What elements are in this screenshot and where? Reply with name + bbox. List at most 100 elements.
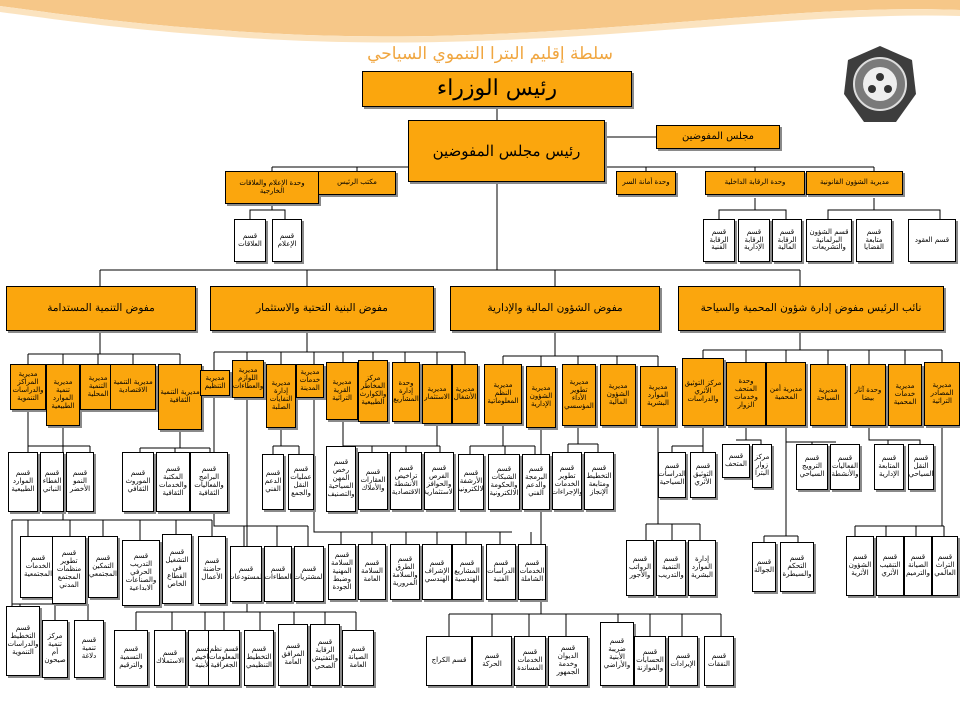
section-cultural-programs: قسم البرامج والفعاليات الثقافية [190, 452, 228, 512]
secretariat-unit: وحدة أمانة السر [616, 171, 676, 195]
section-cultural-heritage: قسم الموروث الثقافي [122, 452, 154, 512]
section-community-empowerment: قسم التمكين المجتمعي [88, 536, 118, 598]
section-media: قسم الإعلام [272, 219, 302, 262]
section-health-inspection: قسم الرقابة والتفتيش الصحي [310, 624, 340, 686]
media-relations-unit: وحدة الإعلام والعلاقات الخارجية [225, 171, 319, 204]
section-tenders: قسم العطاءات [264, 546, 292, 602]
header-swoosh [0, 0, 960, 43]
dir-heritage-village: مديرية القرية التراثية [326, 362, 358, 420]
section-real-estate: قسم العقارات والأملاك [358, 452, 388, 510]
unit-beidha-antiquities: وحدة آثار بيضا [850, 364, 886, 426]
section-green-growth: قسم النمو الأخضر [66, 452, 94, 512]
section-events-activities: قسم الفعاليات والأنشطة [830, 444, 860, 490]
section-revenues: قسم الإيرادات [668, 636, 698, 686]
section-technical-support: قسم الدعم الفني [262, 454, 284, 510]
section-business-incubator: قسم حاضنة الأعمال [198, 536, 226, 604]
section-community-services: قسم الخدمات المجتمعية [20, 536, 56, 598]
chairman-box: رئيس مجلس المفوضين [408, 120, 605, 182]
dir-administrative-affairs: مديرية الشؤون الإدارية [526, 366, 556, 428]
section-tourism-promotion: قسم الترويج السياحي [796, 444, 828, 490]
section-procurement: قسم المشتريات [294, 546, 324, 602]
dir-city-services: مديرية خدمات المدينة [296, 364, 324, 398]
section-property-tax: قسم ضريبة الأبنية والأراضي [600, 622, 634, 686]
section-general-maintenance: قسم الصيانة العامة [342, 630, 374, 686]
dir-information-systems: مديرية النظم المعلوماتية [484, 364, 522, 424]
section-archaeological-documentation: قسم التوثيق الأثري [690, 452, 716, 498]
dir-solid-waste: مديرية إدارة النفايات الصلبة [266, 364, 296, 428]
center-disaster-risk: مركز المخاطر والكوارث الطبيعية [358, 360, 388, 422]
board-of-commissioners-box: مجلس المفوضين [656, 125, 780, 149]
section-zoning-planning: قسم التخطيط التنظيمي [244, 630, 274, 686]
section-transport-collection: قسم عمليات النقل والجمع [288, 454, 314, 510]
prime-minister-box: رئيس الوزراء [362, 71, 632, 107]
section-roads-traffic: قسم الطرق والسلامة المرورية [390, 544, 420, 600]
section-archaeological-affairs: قسم الشؤون الأثرية [846, 536, 874, 596]
dir-reserve-services: مديرية خدمات المحمية [888, 364, 922, 426]
section-tourist-transport: قسم النقل السياحي [908, 444, 934, 490]
dir-supplies-tenders: مديرية اللوازم والعطاءات [232, 360, 264, 398]
section-craft-training: قسم التدريب الحرفي والصناعات الابداعية [122, 540, 160, 606]
section-salaries-wages: قسم الرواتب والأجور [626, 540, 654, 596]
dir-organization: مديرية التنظيم [200, 370, 230, 396]
dir-development-centers: مديرية المراكز والدراسات التنموية [10, 364, 46, 410]
section-investment-incentives: قسم الفرص والحوافز الاستثمارية [424, 452, 454, 510]
section-comprehensive-services: قسم الخدمات الشاملة [518, 544, 546, 600]
section-occupational-safety: قسم السلامة المهنية وضبط الجودة [328, 544, 356, 600]
chairman-office: مكتب الرئيس [318, 171, 396, 195]
section-tourism-studies: قسم الدراسات السياحية [658, 452, 686, 498]
unit-project-management: وحدة إدارة المشاريع [392, 362, 420, 422]
dir-natural-resources: مديرية تنمية الموارد الطبيعية [46, 364, 80, 426]
section-programming: قسم البرمجة والدعم الفني [522, 454, 550, 510]
section-networks-egov: قسم الشبكات والحكومة الالكترونية [488, 454, 520, 510]
section-engineering-supervision: قسم الإشراف الهندسي [422, 544, 452, 600]
section-civil-society: قسم تطوير منظمات المجتمع المدني [52, 536, 86, 604]
section-excavation: قسم التنقيب الأثري [876, 536, 904, 596]
section-fleet-movement: قسم الحركة [472, 636, 512, 686]
dir-heritage-resources: مديرية المصادر التراثية [924, 362, 960, 426]
section-natural-resources: قسم الموارد الطبيعية [8, 452, 38, 512]
section-library-cultural-services: قسم المكتبة والخدمات الثقافية [156, 452, 190, 512]
section-technical-control: قسم الرقابة الفنية [703, 219, 735, 262]
section-registry-public-service: قسم الديوان وخدمة الجمهور [548, 636, 588, 686]
commissioner-infrastructure-investment: مفوض البنية التحتية والاستثمار [210, 286, 434, 331]
section-admin-control: قسم الرقابة الإدارية [738, 219, 770, 262]
petra-visitor-center: مركز زوار البترا [752, 444, 772, 488]
vice-chairman-reserve-tourism: نائب الرئيس مفوض إدارة شؤون المحمية والس… [678, 286, 944, 331]
section-tourism-licenses: قسم رخص المهن السياحية والتصنيف [326, 446, 356, 512]
dir-financial-affairs: مديرية الشؤون المالية [600, 364, 636, 426]
dir-investment: مديرية الاستثمار [422, 364, 452, 424]
section-private-employment: قسم التشغيل في القطاع الخاص [162, 534, 192, 604]
section-relations: قسم العلاقات [234, 219, 266, 262]
section-support-services: قسم الخدمات المساندة [514, 636, 546, 686]
legal-affairs-directorate: مديرية الشؤون القانونية [806, 171, 903, 195]
section-economic-licenses: قسم تراخيص الأنشطة الاقتصادية [390, 452, 422, 510]
section-naming-numbering: قسم التسمية والترقيم [114, 630, 148, 686]
commissioner-sustainable-development: مفوض التنمية المستدامة [6, 286, 196, 331]
section-training-development: قسم التنمية والتدريب [656, 540, 686, 596]
section-technical-studies: قسم الدراسات الفنية [486, 544, 516, 600]
section-world-heritage: قسم التراث العالمي [932, 536, 958, 596]
section-dlagha-development: قسم تنمية دلاغة [74, 620, 104, 678]
section-warehouses: قسم المستودعات [230, 546, 262, 602]
center-archaeological-documentation: مركز التوثيق الأثري والدراسات [682, 358, 724, 426]
section-legislative: قسم الشؤون البرلمانية والتشريعات [806, 219, 852, 262]
section-admin-followup: قسم المتابعة الإدارية [874, 444, 904, 490]
section-planning-followup: قسم التخطيط ومتابعة الإنجاز [584, 452, 614, 510]
dir-tourism: مديرية السياحة [810, 364, 846, 426]
section-contracts: قسم العقود [908, 219, 956, 262]
section-restoration: قسم الصيانة والترميم [904, 536, 932, 596]
internal-control-unit: وحدة الرقابة الداخلية [705, 171, 805, 195]
dir-economic-development: مديرية التنمية الاقتصادية [110, 364, 156, 410]
section-museum: قسم المتحف [722, 444, 750, 478]
section-financial-control: قسم الرقابة المالية [772, 219, 802, 262]
dir-institutional-performance: مديرية تطوير الأداء المؤسسي [562, 364, 596, 426]
hr-management: إدارة الموارد البشرية [688, 540, 716, 596]
section-e-archiving: قسم الأرشفة الالكترونية [458, 454, 484, 510]
dir-reserve-security: مديرية أمن المحمية [766, 362, 806, 426]
dir-public-works: مديرية الأشغال [452, 364, 478, 424]
section-garage: قسم الكراج [426, 636, 472, 686]
section-accounts-budget: قسم الحسابات والموازنة [634, 636, 666, 686]
section-rangers: قسم الجوالة [752, 542, 776, 592]
center-umm-sayhoun: مركز تنمية أم صيحون [42, 620, 68, 678]
